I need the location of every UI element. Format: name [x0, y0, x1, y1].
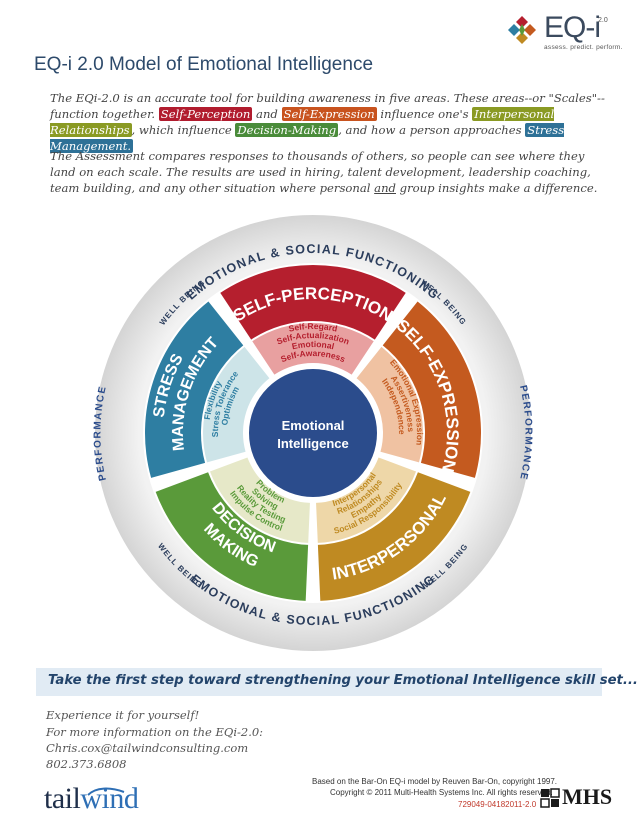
mhs-logo-icon: [540, 788, 560, 808]
intro-text: The Assessment compares responses to tho…: [50, 149, 591, 195]
intro-text: The EQi-2.0 is an accurate tool for buil…: [50, 91, 605, 121]
subscale-segment: [209, 457, 310, 543]
subscale-label: Self-Regard: [288, 321, 339, 334]
credit-code: 729049-04182011-2.0: [458, 800, 537, 809]
cta-banner: [36, 668, 602, 696]
performance-label-left: PERFORMANCE: [92, 384, 109, 481]
contact-line-1: Experience it for yourself!: [46, 708, 200, 722]
intro-text: group insights make a difference.: [395, 181, 598, 195]
center-label-line1: Emotional: [282, 418, 345, 433]
composite-segment: [220, 265, 406, 340]
tailwind-logo-part2: wind: [80, 782, 139, 815]
center-circle: [245, 365, 381, 501]
center-label-line2: Intelligence: [277, 436, 349, 451]
contact-phone: 802.373.6808: [46, 757, 127, 771]
composite-segment: [317, 472, 471, 601]
subscale-label: Emotional: [291, 339, 335, 351]
intro-text: , and how a person approaches: [338, 123, 526, 137]
composite-segments: [145, 265, 481, 601]
tailwind-logo: tailwind: [44, 782, 139, 816]
intro-text: , which influence: [131, 123, 236, 137]
eqi-logo-icon: [508, 16, 536, 44]
contact-email[interactable]: Chris.cox@tailwindconsulting.com: [46, 741, 249, 755]
subscale-segment: [252, 323, 374, 375]
intro-paragraph-1: The EQi-2.0 is an accurate tool for buil…: [50, 90, 610, 154]
highlight-decision-making: Decision-Making: [235, 123, 339, 137]
intro-text: influence one's: [376, 107, 473, 121]
composite-segment: [382, 301, 481, 478]
subscale-segments: [203, 323, 423, 543]
cta-text: Take the first step toward strengthening…: [48, 673, 638, 688]
intro-paragraph-2: The Assessment compares responses to tho…: [50, 148, 610, 196]
highlight-self-perception: Self-Perception: [158, 107, 253, 121]
mhs-logo: MHS: [562, 784, 613, 809]
page-title: EQ-i 2.0 Model of Emotional Intelligence: [34, 54, 374, 75]
eqi-logo-version: 2.0: [598, 17, 608, 24]
composite-segment: [155, 472, 309, 601]
eqi-logo-text: EQ-i: [544, 11, 601, 44]
tailwind-swoosh-icon: [87, 787, 125, 796]
tailwind-logo-part1: tail: [44, 782, 81, 815]
subscale-segment: [356, 346, 423, 463]
highlight-self-expression: Self-Expression: [281, 107, 377, 121]
subscale-segment: [203, 346, 270, 463]
intro-emphasis: and: [374, 181, 396, 195]
subscale-segment: [316, 457, 417, 543]
contact-line-2: For more information on the EQi-2.0:: [46, 725, 264, 739]
eqi-logo-tagline: assess. predict. perform.: [544, 44, 623, 51]
credit-line-2: Copyright © 2011 Multi-Health Systems In…: [330, 788, 553, 797]
intro-text: and: [252, 107, 282, 121]
credit-line-1: Based on the Bar-On EQ-i model by Reuven…: [312, 777, 558, 786]
composite-segment: [145, 301, 244, 478]
eq-model-wheel: Emotional Intelligence EMOTIONAL & SOCIA…: [92, 215, 532, 651]
